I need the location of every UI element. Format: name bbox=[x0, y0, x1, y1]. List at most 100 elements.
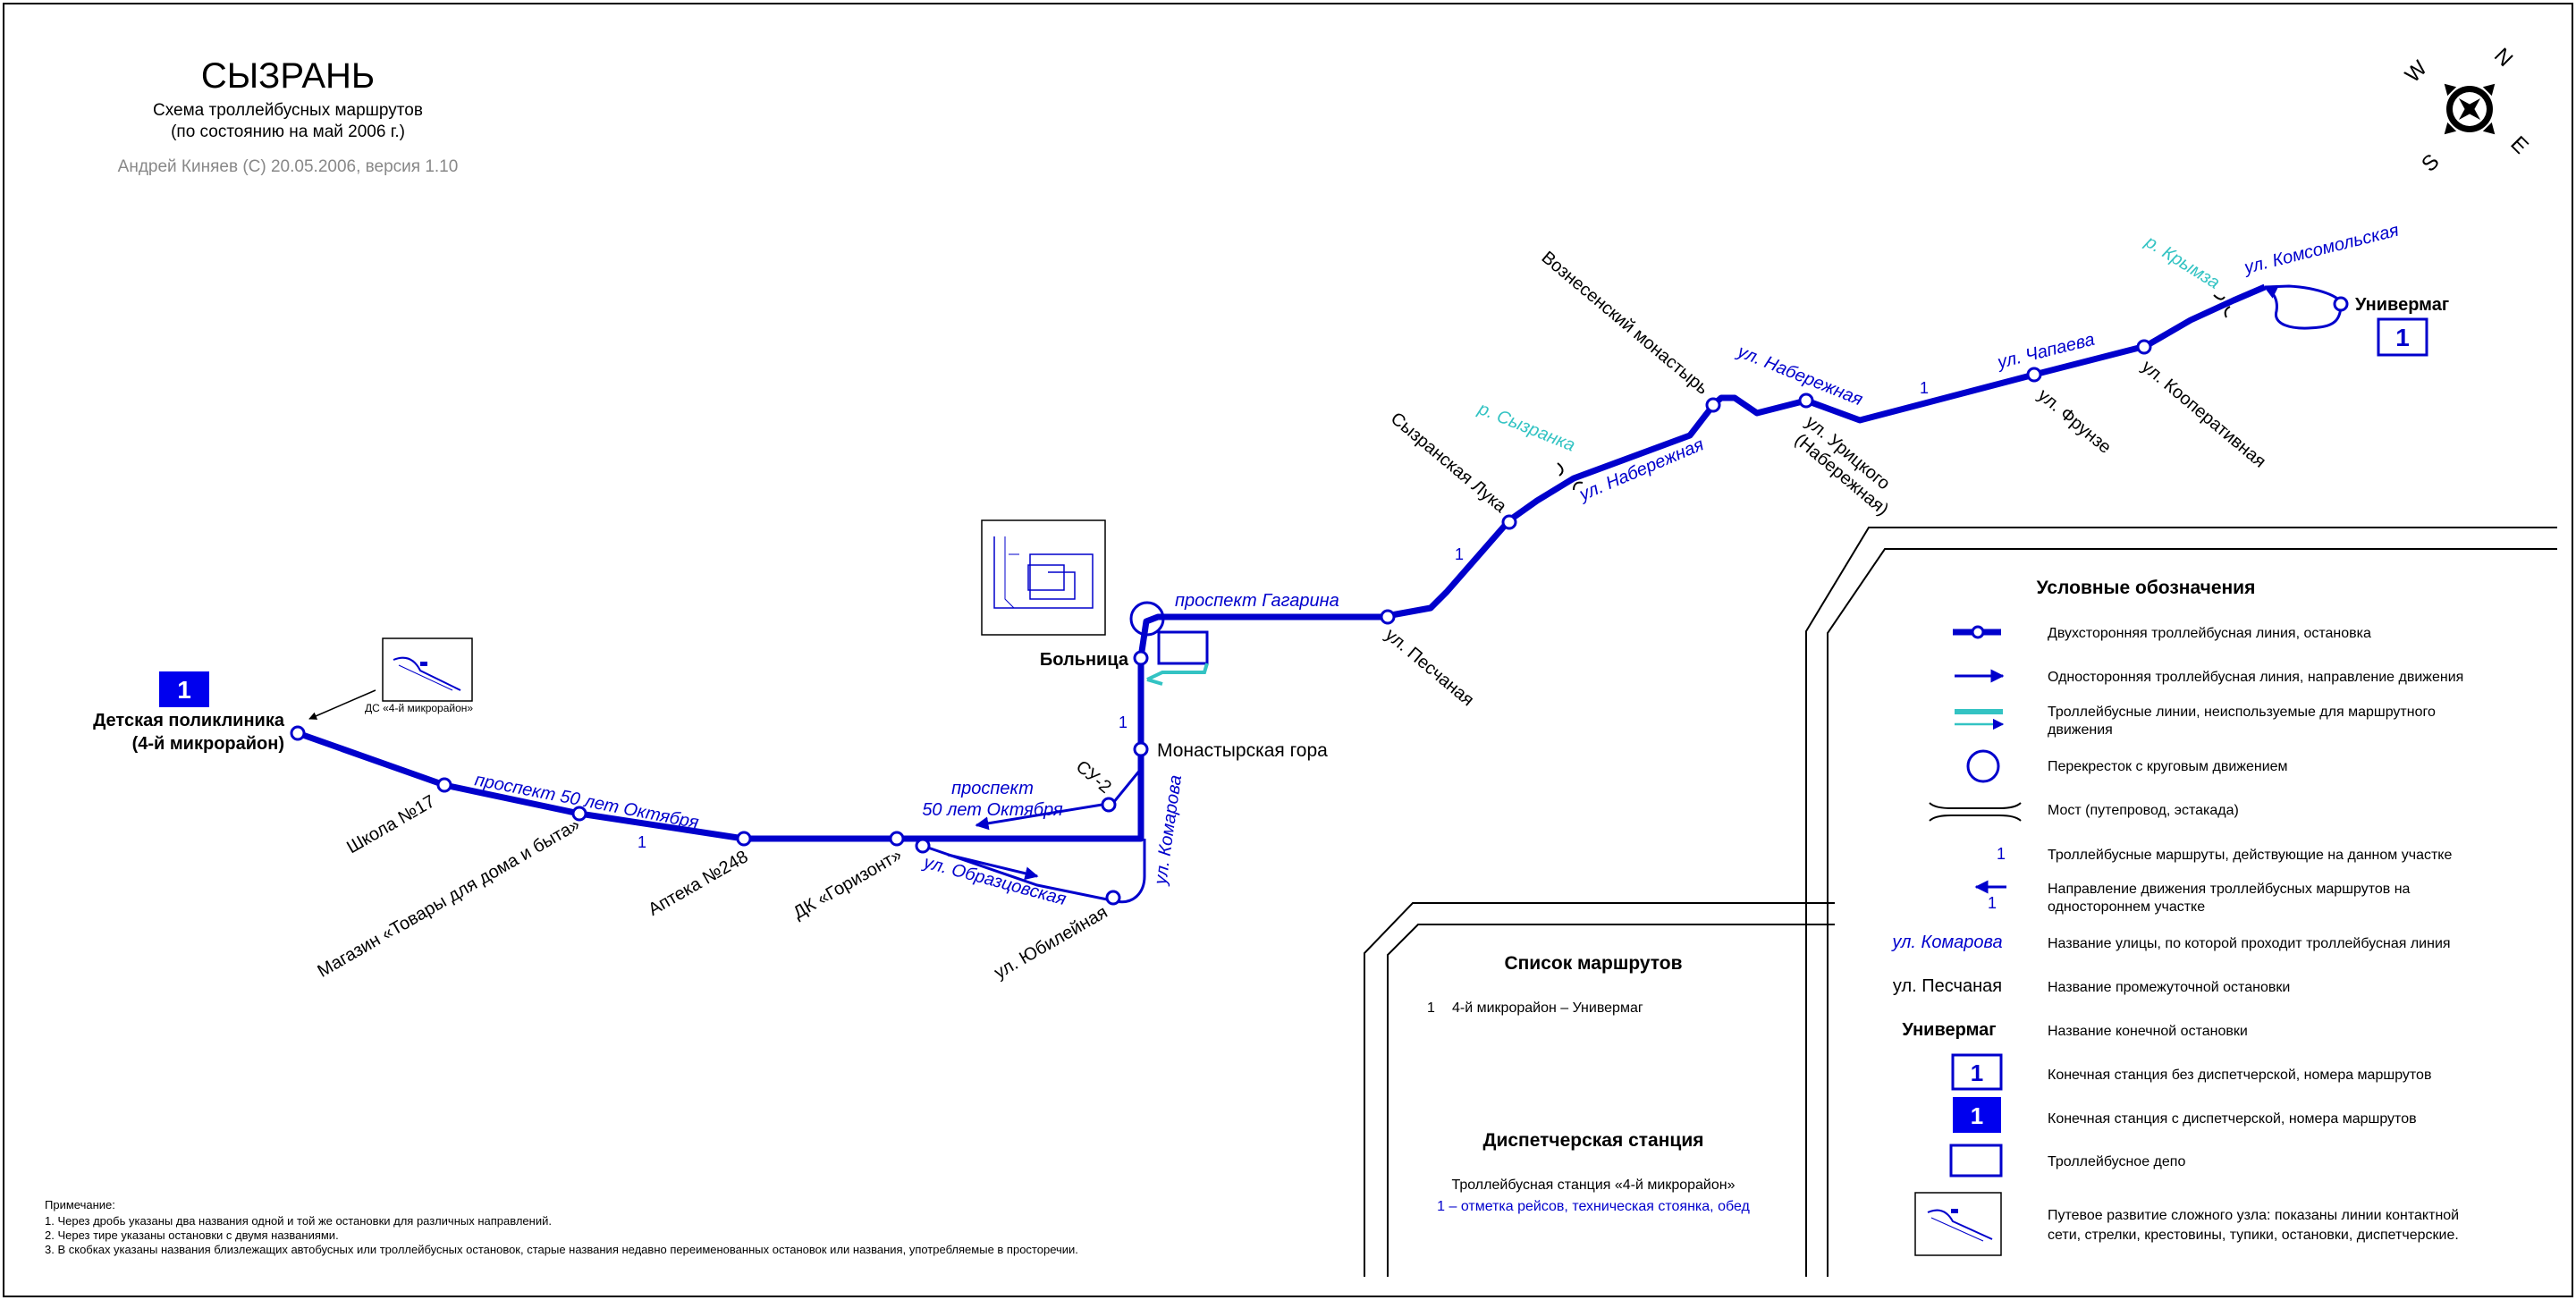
compass-e: E bbox=[2505, 131, 2532, 158]
legend-symbol-roundabout bbox=[1966, 749, 2000, 783]
one-way-arrow-obraztsovskaya bbox=[947, 853, 1039, 881]
legend-text-4: Мост (путепровод, эстакада) bbox=[2048, 803, 2239, 818]
stop-voznesensky bbox=[1705, 397, 1721, 413]
legend-text-5: Троллейбусные маршруты, действующие на д… bbox=[2048, 848, 2452, 863]
hospital-inset bbox=[981, 519, 1106, 636]
dispatch-line-2: 1 – отметка рейсов, техническая стоянка,… bbox=[1437, 1199, 1750, 1214]
label-apteka: Аптека №248 bbox=[645, 847, 751, 920]
depot-inset-label: ДС «4-й микрорайон» bbox=[365, 702, 473, 714]
terminal-start-name-2: (4-й микрорайон) bbox=[132, 734, 284, 754]
dispatch-line-1: Троллейбусная станция «4-й микрорайон» bbox=[1451, 1178, 1735, 1193]
route-mark-2: 1 bbox=[1119, 713, 1128, 731]
legend-symbol-depot bbox=[1949, 1144, 2003, 1178]
terminal-box-end bbox=[2377, 317, 2428, 357]
stops bbox=[290, 296, 2349, 906]
route-mark-4: 1 bbox=[1920, 379, 1929, 397]
compass-w: W bbox=[2401, 56, 2432, 88]
legend-symbol-junction bbox=[1914, 1192, 2002, 1256]
routes-route-desc: 4-й микрорайон – Универмаг bbox=[1452, 1000, 1643, 1016]
street-pr50-a: проспект bbox=[951, 779, 1034, 798]
map-border bbox=[3, 3, 2573, 1297]
compass-s: S bbox=[2417, 149, 2444, 176]
bridge-syzranka bbox=[1557, 462, 1584, 491]
terminal-route-end: 1 bbox=[2395, 324, 2410, 351]
trolleybus-depot bbox=[1157, 630, 1209, 665]
terminal-box-start bbox=[159, 671, 209, 707]
legend-symbol-unused bbox=[1955, 709, 2005, 730]
routes-box-inner bbox=[1387, 924, 1835, 1277]
legend-text-8: Название промежуточной остановки bbox=[2048, 980, 2290, 995]
dispatch-title: Диспетчерская станция bbox=[1483, 1130, 1704, 1151]
legend-symbol-terminal-dispatch bbox=[1953, 1097, 2001, 1133]
street-gagarina: проспект Гагарина bbox=[1175, 591, 1339, 611]
map-subtitle-2: (по состоянию на май 2006 г.) bbox=[171, 122, 405, 141]
legend-symbol-bridge bbox=[1929, 802, 2022, 822]
stop-uritskogo bbox=[1798, 393, 1814, 409]
legend-text-3: Перекресток с круговым движением bbox=[2048, 759, 2288, 774]
stop-monastyrskaya bbox=[1133, 741, 1149, 757]
terminal-end-name: Универмаг bbox=[2355, 295, 2449, 315]
route-mark-1: 1 bbox=[638, 833, 646, 851]
trolleybus-line-main bbox=[296, 283, 2267, 842]
bridge-krymza bbox=[2213, 294, 2231, 318]
stop-peschanaya bbox=[1380, 609, 1396, 625]
label-dk: ДК «Горизонт» bbox=[790, 845, 906, 923]
legend-sample-direction: 1 bbox=[1988, 894, 1997, 912]
legend-text-0: Двухсторонняя троллейбусная линия, остан… bbox=[2048, 626, 2371, 641]
legend-text-11: Конечная станция с диспетчерской, номера… bbox=[2048, 1111, 2417, 1127]
stop-dk bbox=[889, 831, 905, 847]
legend-text-2b: движения bbox=[2048, 722, 2113, 738]
label-peschanaya: ул. Песчаная bbox=[1381, 625, 1478, 710]
legend-sample-terminal-no-dispatch: 1 bbox=[1971, 1059, 1983, 1086]
legend-text-10: Конечная станция без диспетчерской, номе… bbox=[2048, 1068, 2431, 1083]
legend-text-7: Название улицы, по которой проходит трол… bbox=[2048, 936, 2451, 951]
route-mark-3: 1 bbox=[1455, 545, 1464, 563]
map-author: Андрей Киняев (C) 20.05.2006, версия 1.1… bbox=[118, 157, 459, 176]
stop-yubileynaya bbox=[1105, 890, 1121, 906]
river-krymza: р. Крымза bbox=[2141, 232, 2224, 293]
stop-su2 bbox=[1101, 797, 1117, 813]
one-way-loop-univermag bbox=[2263, 284, 2343, 330]
river-syzranka: р. Сызранка bbox=[1474, 399, 1577, 456]
map-title: СЫЗРАНЬ bbox=[201, 56, 375, 96]
legend-title: Условные обозначения bbox=[2037, 578, 2256, 598]
legend-box-outer bbox=[1805, 527, 2557, 1277]
legend-text-13b: сети, стрелки, крестовины, тупики, остан… bbox=[2048, 1228, 2459, 1243]
stop-bolnitsa bbox=[1133, 650, 1149, 666]
compass-rose-icon bbox=[2444, 83, 2496, 135]
depot-inset-pointer bbox=[308, 689, 376, 720]
note-3: 3. В скобках указаны названия близлежащи… bbox=[45, 1243, 1078, 1256]
street-chapaeva: ул. Чапаева bbox=[1994, 330, 2097, 374]
routes-route-num: 1 bbox=[1427, 1000, 1435, 1016]
legend-text-12: Троллейбусное депо bbox=[2048, 1154, 2185, 1169]
legend-text-9: Название конечной остановки bbox=[2048, 1024, 2248, 1039]
label-bolnitsa: Больница bbox=[1040, 650, 1129, 670]
legend-text-6a: Направление движения троллейбусных маршр… bbox=[2048, 882, 2411, 897]
depot-inset-4mkr bbox=[382, 637, 473, 702]
legend-sample-terminal-dispatch: 1 bbox=[1971, 1102, 1983, 1129]
stop-magazin bbox=[571, 806, 587, 822]
legend-text-2a: Троллейбусные линии, неиспользуемые для … bbox=[2048, 705, 2436, 720]
street-obraztsovskaya: ул. Образцовская bbox=[920, 852, 1068, 909]
legend-box-inner bbox=[1827, 548, 2557, 1277]
label-su2: СУ-2 bbox=[1072, 757, 1115, 798]
label-voznesensky: Вознесенский монастырь bbox=[1538, 248, 1712, 399]
street-komarova: ул. Комарова bbox=[1151, 774, 1186, 888]
legend-symbol-two-way bbox=[1953, 625, 2001, 639]
unused-line-depot bbox=[1146, 663, 1209, 686]
routes-title: Список маршрутов bbox=[1504, 953, 1682, 974]
stop-univermag bbox=[2333, 296, 2349, 312]
street-komsomolskaya: ул. Комсомольская bbox=[2241, 221, 2401, 279]
label-syzranskaya-luka: Сызранская Лука bbox=[1387, 409, 1511, 517]
label-frunze: ул. Фрунзе bbox=[2034, 385, 2115, 458]
map-subtitle-1: Схема троллейбусных маршрутов bbox=[153, 101, 423, 120]
stop-apteka bbox=[736, 831, 752, 847]
label-monastyrskaya: Монастырская гора bbox=[1157, 740, 1328, 761]
legend-sample-terminal: Универмаг bbox=[1902, 1020, 1996, 1040]
stop-frunze bbox=[2026, 367, 2042, 383]
legend-symbol-terminal-no-dispatch bbox=[1951, 1053, 2003, 1091]
stop-detskaya bbox=[290, 725, 306, 741]
legend-text-13a: Путевое развитие сложного узла: показаны… bbox=[2048, 1208, 2459, 1223]
compass-n: N bbox=[2489, 44, 2517, 72]
